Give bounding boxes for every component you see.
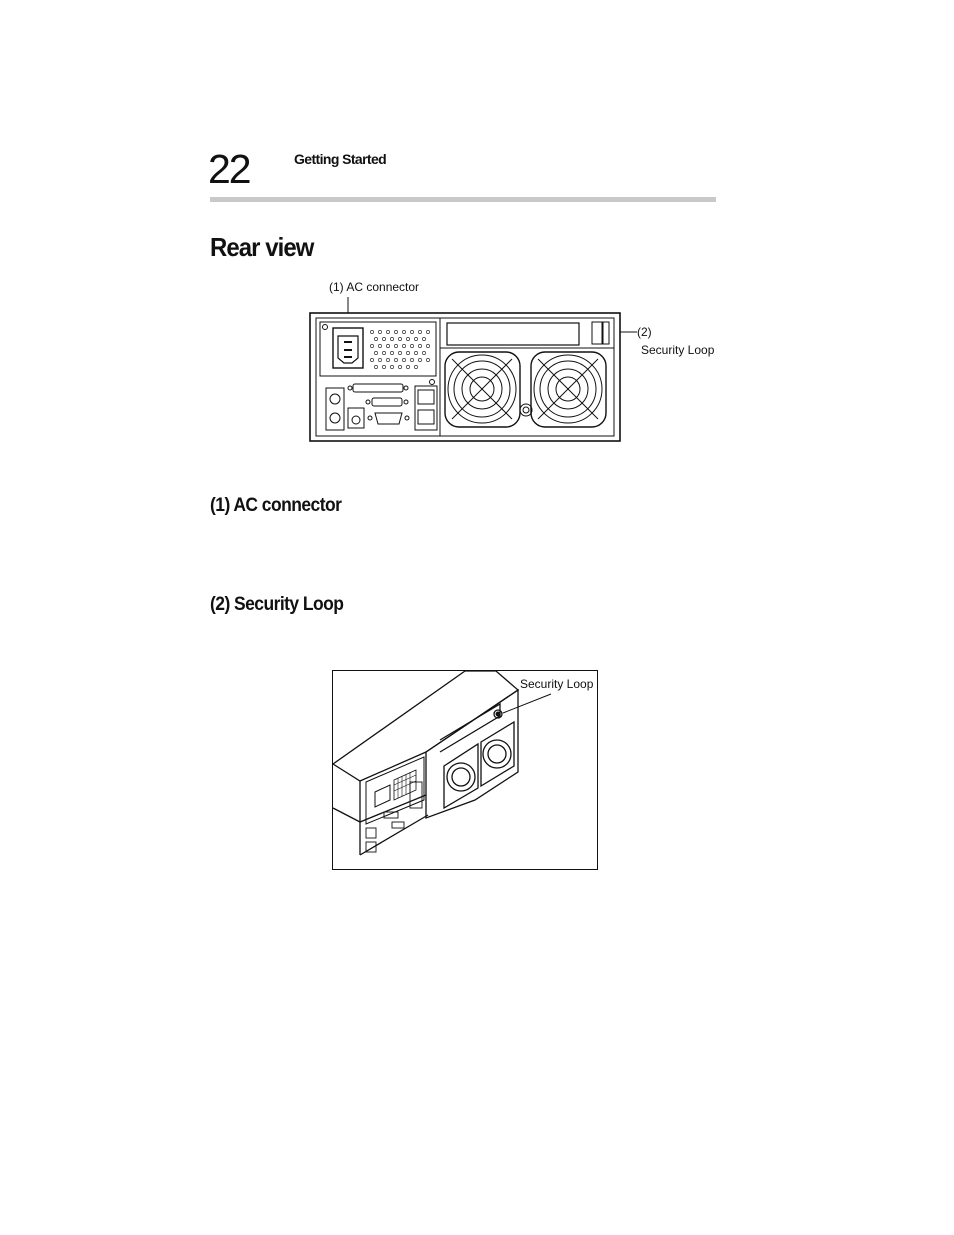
running-title: Getting Started <box>294 151 387 167</box>
subsection-ac-connector: (1) AC connector <box>210 495 342 516</box>
callout-security-number: (2) <box>637 325 652 339</box>
callout-ac-connector: (1) AC connector <box>329 280 420 294</box>
callout-security-label: Security Loop <box>641 343 715 357</box>
page-number: 22 <box>208 146 252 192</box>
callout-security-loop-perspective: Security Loop <box>520 677 594 691</box>
section-title: Rear view <box>210 232 314 262</box>
rear-view-diagram <box>309 297 637 442</box>
subsection-security-loop: (2) Security Loop <box>210 594 344 615</box>
perspective-diagram <box>332 670 552 856</box>
header-rule <box>210 197 716 202</box>
